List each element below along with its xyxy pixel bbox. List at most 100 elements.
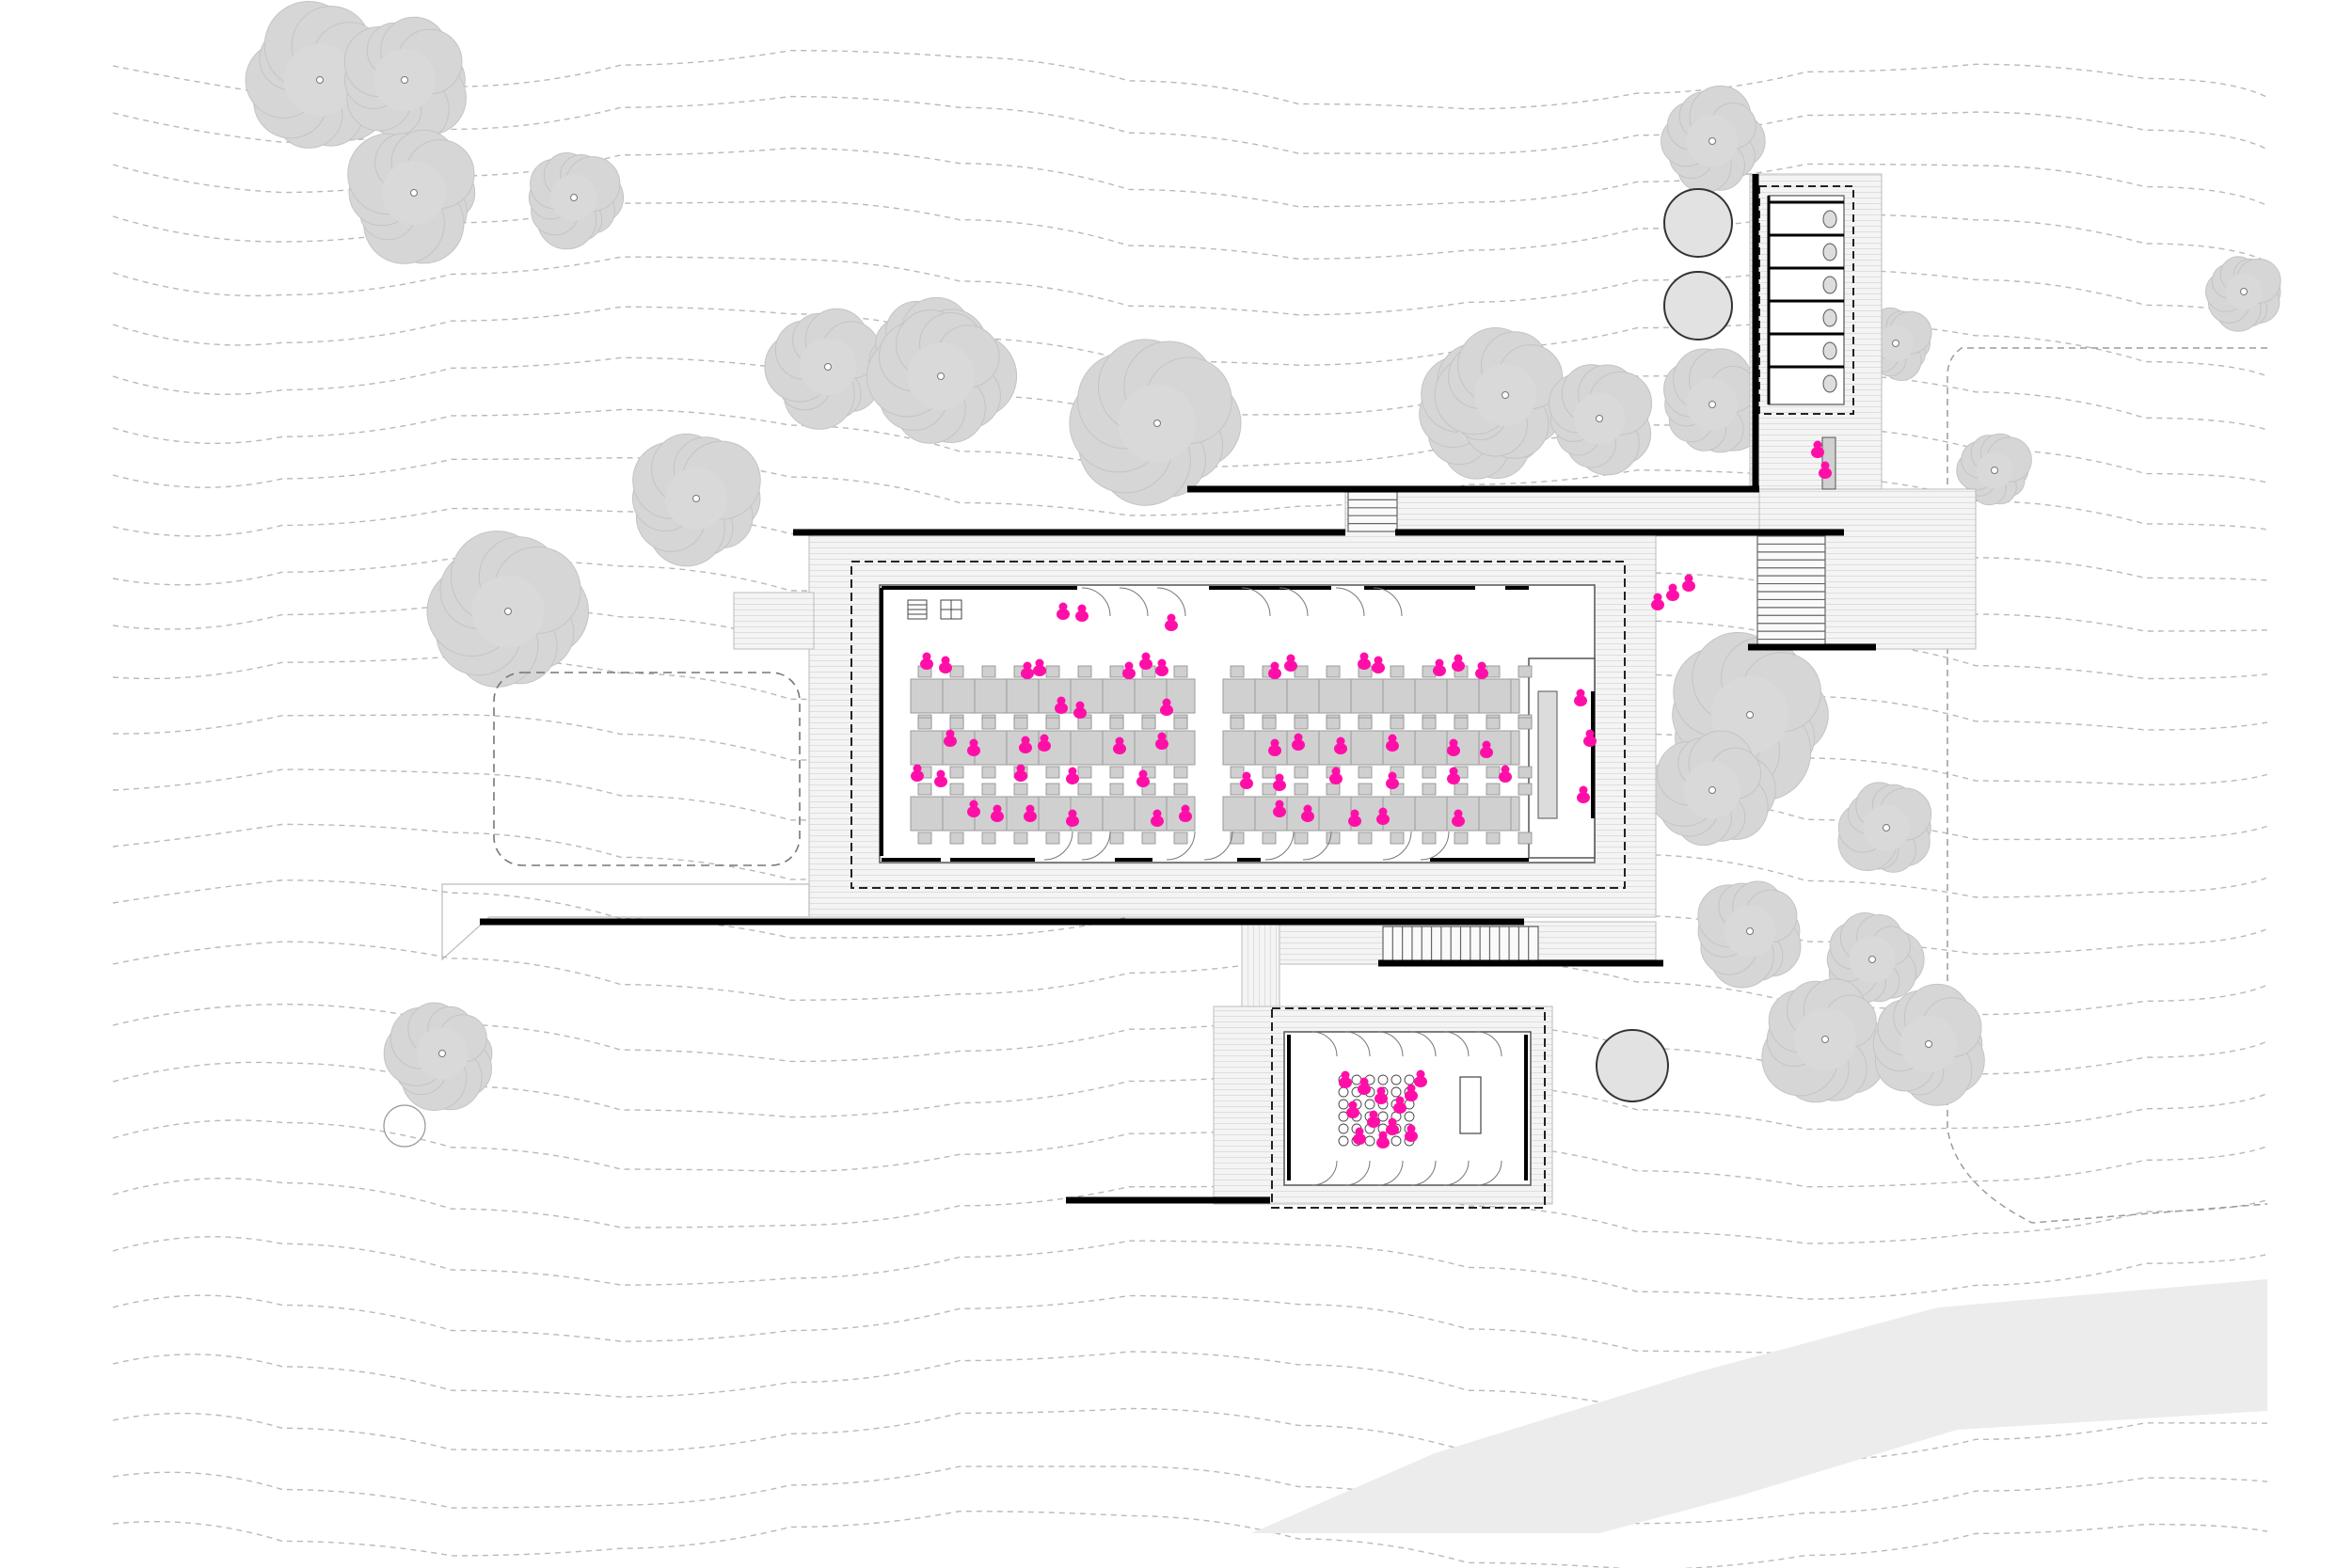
door-swing xyxy=(1410,1160,1437,1186)
chair xyxy=(1077,766,1092,779)
deck-south-link xyxy=(1241,921,1280,1017)
chair xyxy=(1077,783,1092,796)
chair xyxy=(1230,832,1245,845)
tree-trunk xyxy=(410,189,418,197)
tree-canopy xyxy=(1549,364,1653,476)
chair xyxy=(1109,665,1124,678)
chair xyxy=(1518,766,1533,779)
chair xyxy=(1358,766,1373,779)
chair xyxy=(1294,717,1309,730)
door-swings xyxy=(1043,587,1502,1186)
contour-line xyxy=(112,768,2268,841)
tree-canopy xyxy=(866,309,1018,444)
toilet xyxy=(1822,210,1837,229)
main-pavilion xyxy=(850,561,1626,889)
stage-table xyxy=(1537,690,1558,819)
chair xyxy=(949,717,964,730)
person-figure xyxy=(967,738,980,756)
tree-canopy xyxy=(632,433,761,567)
person-figure xyxy=(1155,658,1168,676)
chair xyxy=(1422,783,1437,796)
person-figure xyxy=(1273,800,1286,817)
tree-trunk xyxy=(824,363,832,371)
chair xyxy=(1109,832,1124,845)
chair xyxy=(949,766,964,779)
person-figure xyxy=(939,656,952,673)
restroom-roof-outline xyxy=(1758,185,1854,415)
person-figure xyxy=(1376,807,1390,825)
person-figure xyxy=(1475,661,1488,679)
chair xyxy=(917,717,932,730)
person-figure xyxy=(1334,736,1347,754)
door-swing xyxy=(1344,1031,1371,1057)
chair xyxy=(1422,832,1437,845)
water-tank xyxy=(1596,1029,1669,1102)
person-figure xyxy=(1301,804,1314,822)
person-figure xyxy=(1577,785,1590,803)
chair xyxy=(949,665,964,678)
person-figure xyxy=(1447,767,1460,784)
desk-row xyxy=(1222,678,1520,714)
person-figure xyxy=(1386,734,1399,752)
door-swing xyxy=(1382,831,1412,861)
door-swing xyxy=(1311,1031,1338,1057)
chair xyxy=(1326,783,1341,796)
chair xyxy=(1045,717,1060,730)
person-figure xyxy=(1073,701,1087,719)
tree-trunk xyxy=(1821,1036,1829,1043)
person-figure xyxy=(1057,602,1070,620)
person-figure xyxy=(1405,1124,1418,1142)
chair xyxy=(1173,665,1188,678)
person-figure xyxy=(1386,771,1399,789)
door-swing xyxy=(1377,1160,1404,1186)
tree-trunk xyxy=(1502,391,1509,399)
person-figure xyxy=(1339,1070,1352,1088)
contour-line xyxy=(112,147,2268,208)
chair xyxy=(981,665,996,678)
tree-trunk xyxy=(2240,288,2248,295)
person-figure xyxy=(1024,804,1037,822)
tree-canopy xyxy=(2205,256,2281,332)
person-figure xyxy=(1075,604,1089,622)
tree-trunk xyxy=(1991,467,1998,474)
person-figure xyxy=(1367,1110,1380,1128)
chair xyxy=(1294,832,1309,845)
person-figure xyxy=(1273,773,1286,791)
contour-line xyxy=(112,1510,2268,1568)
person-figure xyxy=(1033,658,1046,676)
person-figure xyxy=(1019,736,1032,753)
deck-west-landing xyxy=(733,592,815,650)
seat xyxy=(1391,1074,1402,1085)
person-figure xyxy=(1346,1101,1359,1118)
person-figure xyxy=(1811,440,1824,458)
chair xyxy=(1390,717,1405,730)
restroom-block xyxy=(1758,185,1854,490)
person-figure xyxy=(1165,613,1178,631)
chair xyxy=(1077,665,1092,678)
chair xyxy=(1486,766,1501,779)
chair xyxy=(1326,665,1341,678)
small-pavilion-roof-outline xyxy=(1271,1007,1546,1209)
path-boundary xyxy=(1947,347,2268,1224)
chair xyxy=(1294,665,1309,678)
person-figure xyxy=(1447,738,1460,756)
door-swing xyxy=(1344,1160,1371,1186)
person-figure xyxy=(1160,698,1173,716)
tree-canopy xyxy=(1956,433,2032,506)
contour-line xyxy=(112,1061,2268,1131)
person-figure xyxy=(920,652,933,670)
seat xyxy=(1391,1086,1402,1098)
chair xyxy=(1013,783,1028,796)
person-figure xyxy=(1452,809,1465,827)
person-figure xyxy=(1405,1084,1418,1101)
door-swing xyxy=(1081,831,1111,861)
people-figures xyxy=(911,440,1832,1148)
chair xyxy=(1173,783,1188,796)
tree-canopy xyxy=(343,16,467,145)
chair xyxy=(1294,766,1309,779)
chair xyxy=(1045,766,1060,779)
person-figure xyxy=(1574,689,1587,706)
contour-line xyxy=(112,823,2268,898)
seat xyxy=(1351,1074,1362,1085)
